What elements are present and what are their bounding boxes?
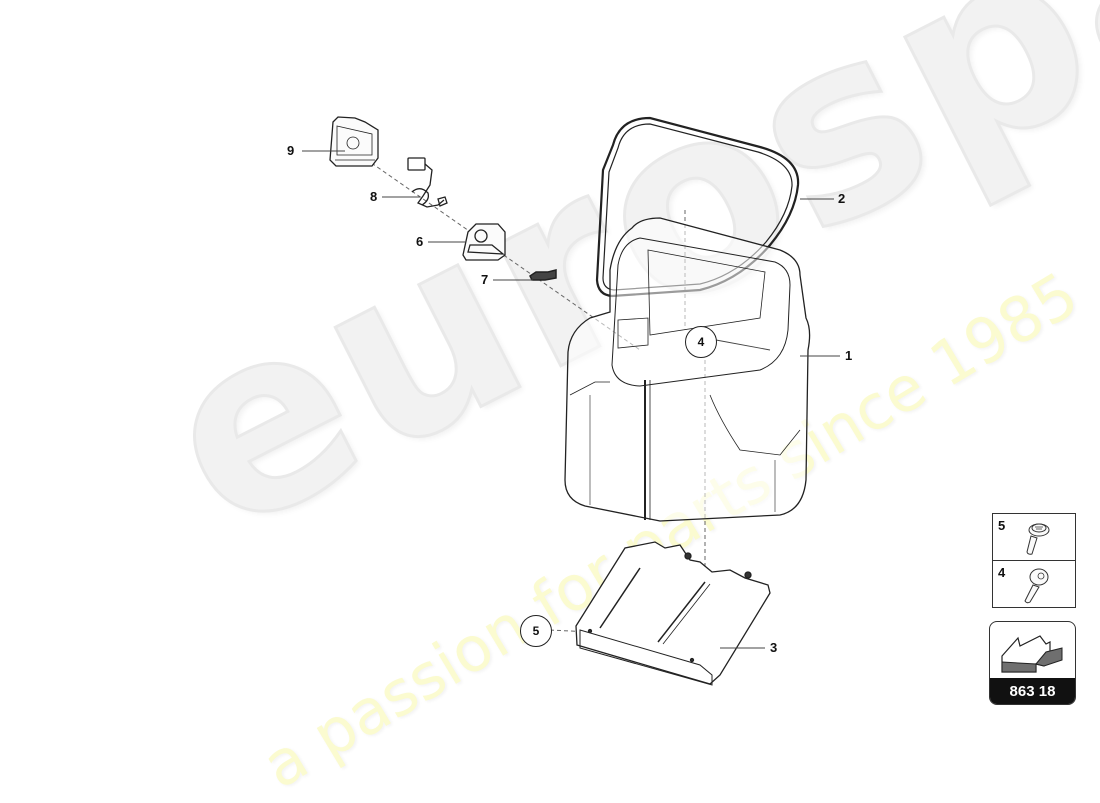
part-3-support-tray <box>575 541 771 686</box>
circled-ref-4[interactable]: 4 <box>685 326 717 358</box>
reference-code: 863 18 <box>990 678 1075 704</box>
callout-6[interactable]: 6 <box>416 234 424 249</box>
part-9-light-unit <box>329 116 379 167</box>
flange-bolt-icon <box>1026 523 1050 555</box>
torx-screw-icon <box>1024 568 1049 604</box>
callout-8[interactable]: 8 <box>370 189 378 204</box>
legend-number: 4 <box>998 565 1006 580</box>
part-6-lamp-housing <box>462 223 506 261</box>
callout-1[interactable]: 1 <box>845 348 853 363</box>
callout-3[interactable]: 3 <box>770 640 778 655</box>
legend-item-4[interactable]: 4 <box>993 561 1075 607</box>
leader-lines <box>302 150 840 649</box>
callout-2[interactable]: 2 <box>838 191 846 206</box>
legend-item-5[interactable]: 5 <box>993 514 1075 561</box>
part-1-tub <box>564 217 811 522</box>
part-7-connector <box>529 269 557 281</box>
reference-view-box[interactable]: 863 18 <box>989 621 1076 705</box>
direction-arrow-icon <box>1001 635 1063 673</box>
part-8-wiring-harness <box>407 157 448 208</box>
callout-9[interactable]: 9 <box>287 143 295 158</box>
fastener-legend: 5 4 <box>992 513 1076 608</box>
legend-number: 5 <box>998 518 1006 533</box>
callout-7[interactable]: 7 <box>481 272 489 287</box>
circled-ref-5[interactable]: 5 <box>520 615 552 647</box>
